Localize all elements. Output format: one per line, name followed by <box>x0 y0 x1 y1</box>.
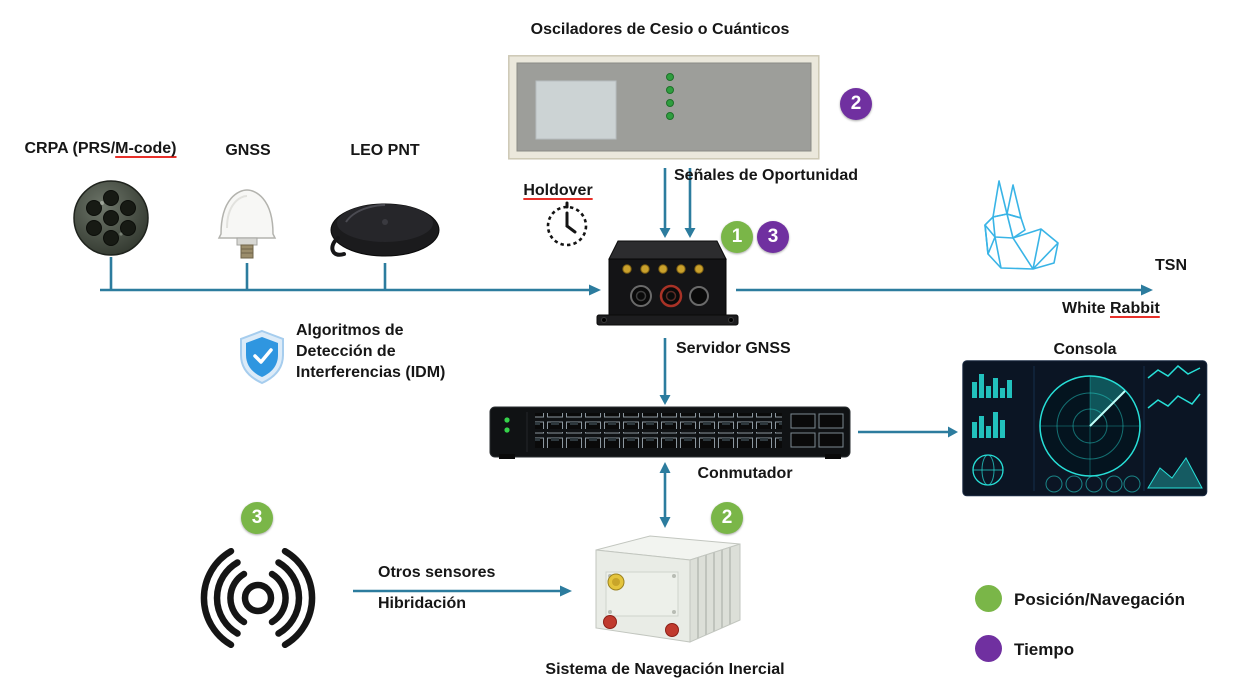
white-rabbit-label: White Rabbit <box>1062 299 1160 320</box>
legend-label-posnav: Posición/Navegación <box>1014 590 1185 609</box>
switch-label: Conmutador <box>697 465 793 482</box>
leo-antenna-image <box>326 192 444 271</box>
gnss-antenna-image <box>213 182 281 269</box>
gnss-server-image <box>595 233 740 340</box>
rf-signal-icon <box>185 542 331 659</box>
senales-label: Señales de Oportunidad <box>674 167 859 184</box>
sensors-label-line2: Hibridación <box>378 595 467 612</box>
oscillator-title: Osciladores de Cesio o Cuánticos <box>530 21 790 38</box>
idm-label: Algoritmos de Detección de Interferencia… <box>296 321 445 383</box>
leo-label: LEO PNT <box>350 142 420 159</box>
legend-dot-posnav <box>975 585 1002 612</box>
legend-dot-tiempo <box>975 635 1002 662</box>
white-rabbit-label-prefix: White <box>1062 300 1110 317</box>
console-label: Consola <box>1053 341 1117 358</box>
server-label: Servidor GNSS <box>676 340 791 357</box>
crpa-label: CRPA (PRS/M-code) <box>8 139 193 160</box>
holdover-clock-icon <box>541 200 593 255</box>
ins-label: Sistema de Navegación Inercial <box>545 661 785 678</box>
badge-sensors-posnav: 3 <box>241 502 273 534</box>
idm-shield-icon <box>236 328 288 391</box>
crpa-antenna-image <box>72 179 150 262</box>
idm-label-line1: Algoritmos de <box>296 322 404 339</box>
badge-server-posnav: 1 <box>721 221 753 253</box>
badge-oscillator-time: 2 <box>840 88 872 120</box>
holdover-label: Holdover <box>523 182 593 199</box>
connector-arrowheads <box>560 228 1153 597</box>
badge-ins-posnav: 2 <box>711 502 743 534</box>
oscillator-device-image <box>508 55 820 165</box>
sensors-label-line1: Otros sensores <box>378 564 496 581</box>
badge-server-time: 3 <box>757 221 789 253</box>
white-rabbit-icon <box>955 175 1070 280</box>
legend-label-tiempo: Tiempo <box>1014 640 1075 659</box>
connector-lines <box>100 168 1141 593</box>
idm-label-line3: Interferencias (IDM) <box>296 363 446 381</box>
crpa-label-underlined: M-code) <box>115 140 177 157</box>
tsn-label: TSN <box>1155 257 1187 274</box>
crpa-label-prefix: CRPA (PRS/ <box>24 140 116 157</box>
idm-label-line2: Detección de <box>296 342 396 360</box>
gnss-label: GNSS <box>225 142 271 159</box>
console-screen-image <box>962 360 1208 502</box>
network-switch-image <box>489 404 856 466</box>
ins-device-image <box>572 524 756 659</box>
white-rabbit-label-underlined: Rabbit <box>1110 300 1160 317</box>
